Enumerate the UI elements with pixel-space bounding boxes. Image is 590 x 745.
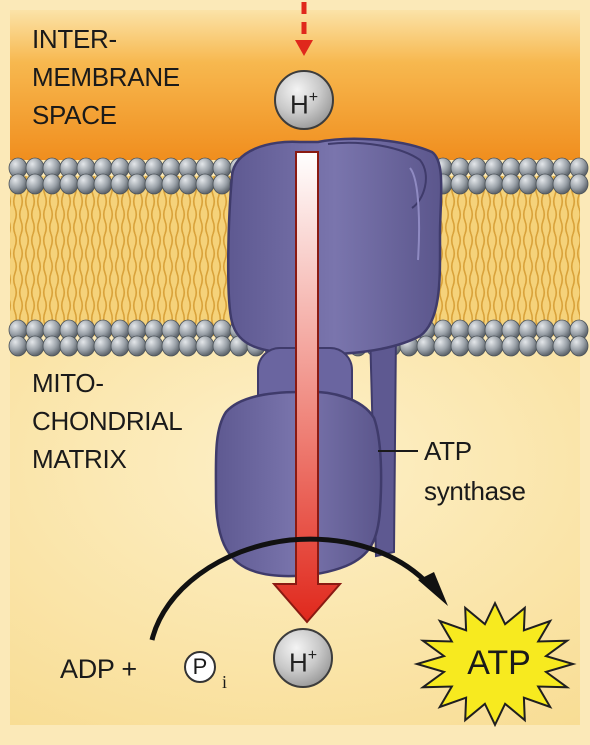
intermembrane-label-line-2: MEMBRANE (32, 62, 180, 92)
lipid-head (518, 173, 538, 195)
atp-product-label: ATP (467, 644, 531, 682)
lipid-head (416, 335, 436, 357)
proton-flow-arrow (271, 151, 343, 624)
proton-ion-bottom: H+ (273, 628, 333, 688)
atp-synthase-label-line-1: ATP (424, 436, 472, 466)
lipid-head (25, 173, 45, 195)
phosphate-circle: P (184, 651, 216, 683)
lipid-head (195, 173, 215, 195)
lipid-head (144, 335, 164, 357)
lipid-head (144, 173, 164, 195)
lipid-head (518, 335, 538, 357)
lipid-head (110, 173, 130, 195)
lipid-head (42, 335, 62, 357)
lipid-head (59, 173, 79, 195)
atp-burst-shape (413, 600, 577, 728)
lipid-head (212, 335, 232, 357)
reaction-arrow (149, 536, 448, 641)
lipid-head (8, 173, 28, 195)
intermembrane-label-line-1: INTER- (32, 24, 117, 54)
lipid-head (161, 335, 181, 357)
matrix-label-line-2: CHONDRIAL (32, 406, 183, 436)
lipid-head (76, 173, 96, 195)
lipid-head (127, 335, 147, 357)
lipid-head (212, 173, 232, 195)
lipid-head (110, 335, 130, 357)
lipid-head (93, 335, 113, 357)
lipid-head (467, 173, 487, 195)
atp-synthase-label-line-2: synthase (424, 476, 526, 506)
lipid-head (450, 173, 470, 195)
lipid-head (484, 335, 504, 357)
lipid-head (178, 335, 198, 357)
lipid-head (195, 335, 215, 357)
proton-entry-arrow (295, 2, 313, 56)
lipid-head (161, 173, 181, 195)
lipid-head (25, 335, 45, 357)
lipid-head (59, 335, 79, 357)
lipid-head (450, 335, 470, 357)
lipid-head (501, 173, 521, 195)
lipid-head (552, 173, 572, 195)
lipid-head (433, 335, 453, 357)
lipid-head (569, 335, 589, 357)
phosphate-subscript: i (222, 672, 228, 692)
lipid-head (535, 335, 555, 357)
lipid-head (552, 335, 572, 357)
lipid-head (467, 335, 487, 357)
lipid-head (178, 173, 198, 195)
matrix-label-line-3: MATRIX (32, 444, 127, 474)
lipid-head (76, 335, 96, 357)
lipid-head (501, 335, 521, 357)
lipid-head (8, 335, 28, 357)
lipid-head (535, 173, 555, 195)
proton-ion-top: H+ (274, 70, 334, 130)
adp-label: ADP + (60, 654, 137, 684)
matrix-label-line-1: MITO- (32, 368, 104, 398)
lipid-head (484, 173, 504, 195)
intermembrane-label-line-3: SPACE (32, 100, 117, 130)
lipid-head (569, 173, 589, 195)
lipid-head (127, 173, 147, 195)
lipid-head (93, 173, 113, 195)
lipid-head (42, 173, 62, 195)
